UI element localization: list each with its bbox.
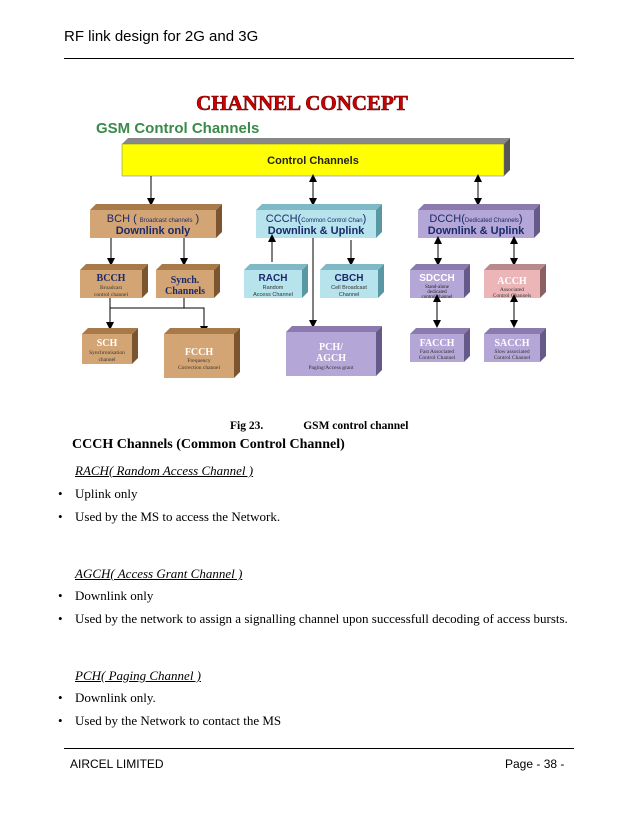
bullet-marker: • bbox=[58, 611, 63, 626]
figure-caption: Fig 23. GSM control channel bbox=[230, 420, 408, 432]
svg-text:FCCH: FCCH bbox=[185, 347, 214, 358]
svg-text:control channel: control channel bbox=[94, 292, 129, 298]
figure-caption-text: GSM control channel bbox=[303, 420, 409, 432]
header-divider bbox=[64, 58, 574, 59]
footer-divider bbox=[64, 748, 574, 749]
svg-text:Stand-alone: Stand-alone bbox=[425, 285, 450, 290]
svg-text:channel: channel bbox=[98, 357, 116, 363]
rach-subheading: RACH( Random Access Channel ) bbox=[75, 463, 254, 478]
svg-text:Synchronisation: Synchronisation bbox=[89, 350, 125, 356]
agch-item-2: Used by the network to assign a signalli… bbox=[75, 611, 568, 626]
svg-text:CCCH(Common Control Chan): CCCH(Common Control Chan) bbox=[266, 213, 366, 225]
bcch-box: BCCH Broadcast control channel bbox=[80, 264, 148, 298]
agch-subheading: AGCH( Access Grant Channel ) bbox=[75, 566, 243, 581]
ccch-group-box: CCCH(Common Control Chan) Downlink & Upl… bbox=[256, 204, 382, 238]
footer-page-number: Page - 38 - bbox=[505, 757, 565, 771]
svg-text:Downlink & Uplink: Downlink & Uplink bbox=[428, 225, 525, 237]
sdcch-box: SDCCH Stand-alone dedicated control chan… bbox=[410, 264, 470, 300]
pch-item-2: Used by the Network to contact the MS bbox=[75, 713, 282, 728]
bullet-marker: • bbox=[58, 509, 63, 524]
channel-concept-diagram: CHANNEL CONCEPT GSM Control Channels Con… bbox=[0, 0, 638, 400]
bullet-marker: • bbox=[58, 486, 63, 501]
svg-text:Downlink only: Downlink only bbox=[116, 225, 191, 237]
diagram-title: CHANNEL CONCEPT bbox=[196, 91, 408, 115]
footer-company: AIRCEL LIMITED bbox=[70, 757, 164, 771]
svg-text:Slow associated: Slow associated bbox=[494, 349, 530, 355]
svg-text:Associated: Associated bbox=[500, 287, 524, 293]
facch-box: FACCH Fast Associated Control Channel bbox=[410, 328, 470, 362]
svg-text:CBCH: CBCH bbox=[335, 273, 364, 284]
sch-box: SCH Synchronisation channel bbox=[82, 328, 138, 364]
page-header: RF link design for 2G and 3G bbox=[64, 28, 259, 45]
svg-text:Access Channel: Access Channel bbox=[253, 292, 293, 298]
agch-item-1: Downlink only bbox=[75, 588, 154, 603]
dcch-group-box: DCCH(Dedicated Channels) Downlink & Upli… bbox=[418, 204, 540, 238]
svg-text:Paging/Access grant: Paging/Access grant bbox=[308, 365, 354, 371]
svg-text:Control Channel: Control Channel bbox=[494, 355, 531, 361]
bch-group-box: BCH (Broadcast channels ) Downlink only bbox=[90, 204, 222, 238]
bullet-marker: • bbox=[58, 588, 63, 603]
fcch-box: FCCH Frequency Correction channel bbox=[164, 328, 240, 378]
cbch-box: CBCH Cell Broadcast Channel bbox=[320, 264, 384, 298]
svg-text:Correction channel: Correction channel bbox=[178, 365, 220, 371]
pch-subheading: PCH( Paging Channel ) bbox=[75, 668, 202, 683]
svg-text:BCCH: BCCH bbox=[97, 273, 126, 284]
bullet-marker: • bbox=[58, 690, 63, 705]
svg-text:ACCH: ACCH bbox=[497, 276, 527, 287]
svg-text:Fast Associated: Fast Associated bbox=[420, 349, 455, 355]
figure-number: Fig 23. bbox=[230, 420, 264, 432]
control-channels-box: Control Channels bbox=[121, 138, 510, 177]
svg-text:Synch.: Synch. bbox=[171, 275, 200, 286]
svg-text:FACCH: FACCH bbox=[420, 338, 455, 349]
pch-item-1: Downlink only. bbox=[75, 690, 156, 705]
bullet-marker: • bbox=[58, 713, 63, 728]
svg-text:Random: Random bbox=[263, 285, 284, 291]
svg-text:Frequency: Frequency bbox=[187, 358, 210, 364]
svg-text:Channels: Channels bbox=[165, 286, 205, 297]
svg-text:BCH (Broadcast channels ): BCH (Broadcast channels ) bbox=[107, 213, 199, 225]
sacch-box: SACCH Slow associated Control Channel bbox=[484, 328, 546, 362]
control-channels-label: Control Channels bbox=[267, 155, 359, 167]
rach-item-2: Used by the MS to access the Network. bbox=[75, 509, 281, 524]
synch-channels-box: Synch. Channels bbox=[156, 264, 220, 298]
svg-text:RACH: RACH bbox=[259, 273, 288, 284]
svg-text:Broadcast: Broadcast bbox=[100, 285, 122, 291]
rach-box: RACH Random Access Channel bbox=[244, 264, 308, 298]
svg-text:SDCCH: SDCCH bbox=[419, 273, 455, 284]
rach-item-1: Uplink only bbox=[75, 486, 138, 501]
acch-box: ACCH Associated Control Channels bbox=[484, 264, 546, 299]
svg-text:SCH: SCH bbox=[97, 338, 118, 349]
svg-text:PCH/: PCH/ bbox=[319, 342, 343, 353]
svg-text:Control Channels: Control Channels bbox=[493, 293, 532, 299]
svg-text:dedicated: dedicated bbox=[427, 290, 447, 295]
svg-text:SACCH: SACCH bbox=[494, 338, 529, 349]
svg-text:AGCH: AGCH bbox=[316, 353, 346, 364]
svg-text:Control Channel: Control Channel bbox=[419, 355, 456, 361]
svg-text:Cell Broadcast: Cell Broadcast bbox=[331, 285, 367, 291]
section-heading: CCCH Channels (Common Control Channel) bbox=[72, 437, 345, 452]
svg-text:Channel: Channel bbox=[339, 292, 360, 298]
svg-text:DCCH(Dedicated Channels): DCCH(Dedicated Channels) bbox=[429, 213, 522, 225]
svg-text:Downlink & Uplink: Downlink & Uplink bbox=[268, 225, 365, 237]
pch-agch-box: PCH/ AGCH Paging/Access grant bbox=[286, 326, 382, 376]
diagram-subtitle: GSM Control Channels bbox=[96, 120, 259, 137]
